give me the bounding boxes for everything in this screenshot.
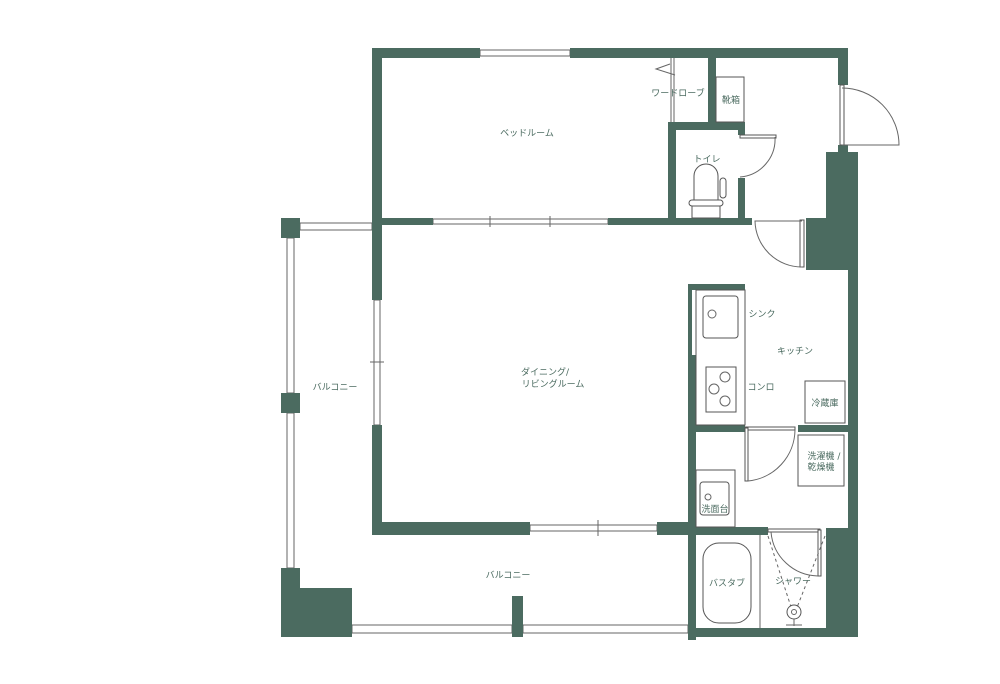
label-washer-1: 洗濯機 / [808,450,842,462]
vanity [695,469,736,528]
label-sink: シンク [748,309,775,320]
label-dining-1: ダイニング/ [521,366,570,378]
label-wardrobe: ワードローブ [651,87,704,99]
label-bedroom: ベッドルーム [500,128,554,139]
entry-door[interactable] [839,84,900,146]
sink-icon [702,295,739,339]
label-balcony-bottom: バルコニー [486,570,531,581]
washer-dryer [797,434,845,487]
windows [370,49,658,536]
toilet-door[interactable] [739,134,777,178]
label-dining-2: リビングルーム [522,378,585,390]
stove-icon [705,366,737,413]
fridge [804,380,846,424]
label-bathtub: バスタブ [709,577,745,589]
wardrobe [654,58,676,122]
washroom-door[interactable] [744,426,796,482]
label-vanity: 洗面台 [701,503,728,515]
shower-icon [767,535,826,626]
label-fridge: 冷蔵庫 [811,397,838,409]
balcony-pillars [281,218,523,637]
shoe-box [715,76,745,123]
label-kitchen: キッチン [777,346,813,357]
bath-door[interactable] [767,528,822,577]
label-stove: コンロ [747,383,774,393]
label-shoe-box: 靴箱 [722,94,740,106]
label-balcony-side: バルコニー [313,382,358,393]
label-shower: シャワー [775,577,811,587]
label-washer-2: 乾燥機 [807,461,834,473]
label-toilet: トイレ [693,155,720,165]
walls [372,48,858,640]
toilet-icon [688,163,727,219]
bathtub-icon [702,542,752,624]
hall-door[interactable] [754,219,805,268]
